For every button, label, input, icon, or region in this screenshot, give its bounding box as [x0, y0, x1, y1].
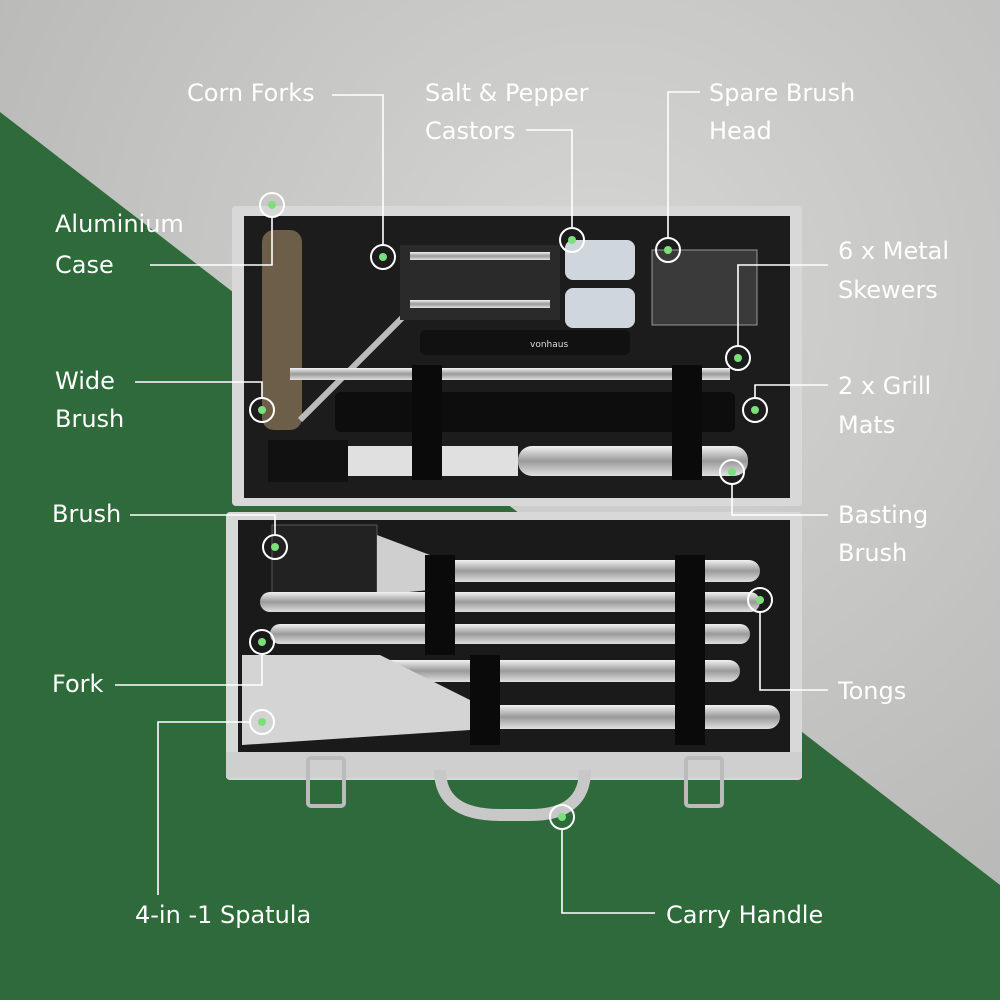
callout-lines: [115, 91, 828, 914]
case-front-rail: [226, 752, 802, 778]
label-spatula: 4-in -1 Spatula: [135, 901, 311, 929]
label-grill-mats-line1: 2 x Grill: [838, 372, 931, 400]
callout-markers: [249, 192, 773, 830]
grill-brush-head: [271, 524, 378, 596]
label-skewers-line1: 6 x Metal: [838, 237, 949, 265]
label-spare-brush-line2: Head: [709, 117, 772, 145]
marker-spatula: [249, 709, 275, 735]
brand-logo: vonhaus: [530, 340, 568, 350]
bbq-tool-case: vonhaus: [226, 206, 802, 821]
label-skewers-line2: Skewers: [838, 276, 938, 304]
basting-brush-handle: [518, 446, 748, 476]
label-grill-mats-line2: Mats: [838, 411, 895, 439]
spatula-handle: [470, 705, 780, 729]
marker-wide-brush: [249, 397, 275, 423]
label-wide-brush-line1: Wide: [55, 367, 115, 395]
grill-brush-handle: [430, 560, 760, 582]
label-spare-brush-line1: Spare Brush: [709, 79, 855, 107]
salt-castor: [565, 240, 635, 280]
marker-brush: [262, 534, 288, 560]
label-tongs: Tongs: [837, 677, 906, 705]
carry-handle: [434, 769, 591, 821]
marker-aluminium-case: [259, 192, 285, 218]
label-aluminium-line1: Aluminium: [55, 210, 184, 238]
label-carry-handle: Carry Handle: [666, 901, 823, 929]
marker-corn-forks: [370, 244, 396, 270]
basting-brush-head: [268, 440, 348, 482]
label-basting-line1: Basting: [838, 501, 928, 529]
marker-grill-mats: [742, 397, 768, 423]
spatula-blade: [242, 655, 470, 745]
marker-tongs: [747, 587, 773, 613]
label-fork: Fork: [52, 670, 104, 698]
label-wide-brush-line2: Brush: [55, 405, 124, 433]
metal-skewers: [290, 368, 730, 380]
marker-castors: [559, 227, 585, 253]
label-castors-line2: Castors: [425, 117, 515, 145]
label-corn-forks: Corn Forks: [187, 79, 315, 107]
label-basting-line2: Brush: [838, 539, 907, 567]
label-aluminium-line2: Case: [55, 251, 114, 279]
callout-labels: Corn Forks Salt & Pepper Castors Spare B…: [52, 79, 949, 929]
marker-fork: [249, 629, 275, 655]
label-castors-line1: Salt & Pepper: [425, 79, 589, 107]
label-brush: Brush: [52, 500, 121, 528]
marker-spare-brush-head: [655, 237, 681, 263]
left-latch: [306, 756, 346, 808]
pepper-castor: [565, 288, 635, 328]
tongs-arm-lower: [270, 624, 750, 644]
marker-skewers: [725, 345, 751, 371]
branded-handle: [420, 330, 630, 355]
marker-carry-handle: [549, 804, 575, 830]
right-latch: [684, 756, 724, 808]
marker-basting-brush: [719, 459, 745, 485]
tongs-arm-upper: [260, 592, 760, 612]
